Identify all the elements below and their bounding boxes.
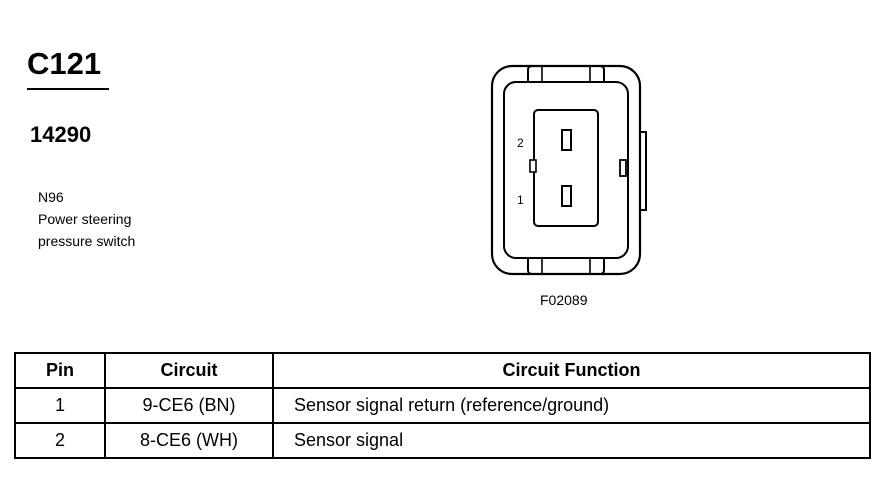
cell-function: Sensor signal return (reference/ground)	[272, 387, 871, 424]
description-line-2: pressure switch	[38, 233, 136, 249]
pinout-table: Pin Circuit Circuit Function 1 9-CE6 (BN…	[14, 352, 871, 459]
header-circuit-function: Circuit Function	[272, 352, 871, 389]
location-code: N96	[38, 189, 64, 205]
connector-outer-housing	[490, 64, 642, 276]
cell-circuit: 8-CE6 (WH)	[104, 422, 274, 459]
top-latch-tab	[527, 65, 605, 82]
title-underline	[27, 88, 109, 90]
table-row: 2 8-CE6 (WH) Sensor signal	[14, 422, 871, 459]
connector-face-diagram: 2 1	[490, 64, 647, 276]
cell-function: Sensor signal	[272, 422, 871, 459]
right-key-slot	[619, 159, 627, 177]
cell-circuit: 9-CE6 (BN)	[104, 387, 274, 424]
terminal-cavity	[533, 109, 599, 227]
pin-label-2: 2	[517, 136, 524, 150]
connector-description: N96 Power steering pressure switch	[38, 186, 135, 252]
cell-pin: 2	[14, 422, 106, 459]
connector-id: C121	[27, 46, 102, 81]
bottom-latch-tab	[527, 258, 605, 275]
description-line-1: Power steering	[38, 211, 132, 227]
header-circuit: Circuit	[104, 352, 274, 389]
connector-inner-housing	[503, 81, 629, 259]
part-number: 14290	[30, 122, 92, 147]
cell-pin: 1	[14, 387, 106, 424]
terminal-pin-2	[561, 129, 572, 151]
table-row: 1 9-CE6 (BN) Sensor signal return (refer…	[14, 387, 871, 424]
table-header-row: Pin Circuit Circuit Function	[14, 352, 871, 389]
figure-id: F02089	[540, 292, 588, 308]
right-side-rib	[640, 131, 647, 211]
header-pin: Pin	[14, 352, 106, 389]
pin-label-1: 1	[517, 193, 524, 207]
terminal-pin-1	[561, 185, 572, 207]
cavity-key	[529, 159, 537, 173]
